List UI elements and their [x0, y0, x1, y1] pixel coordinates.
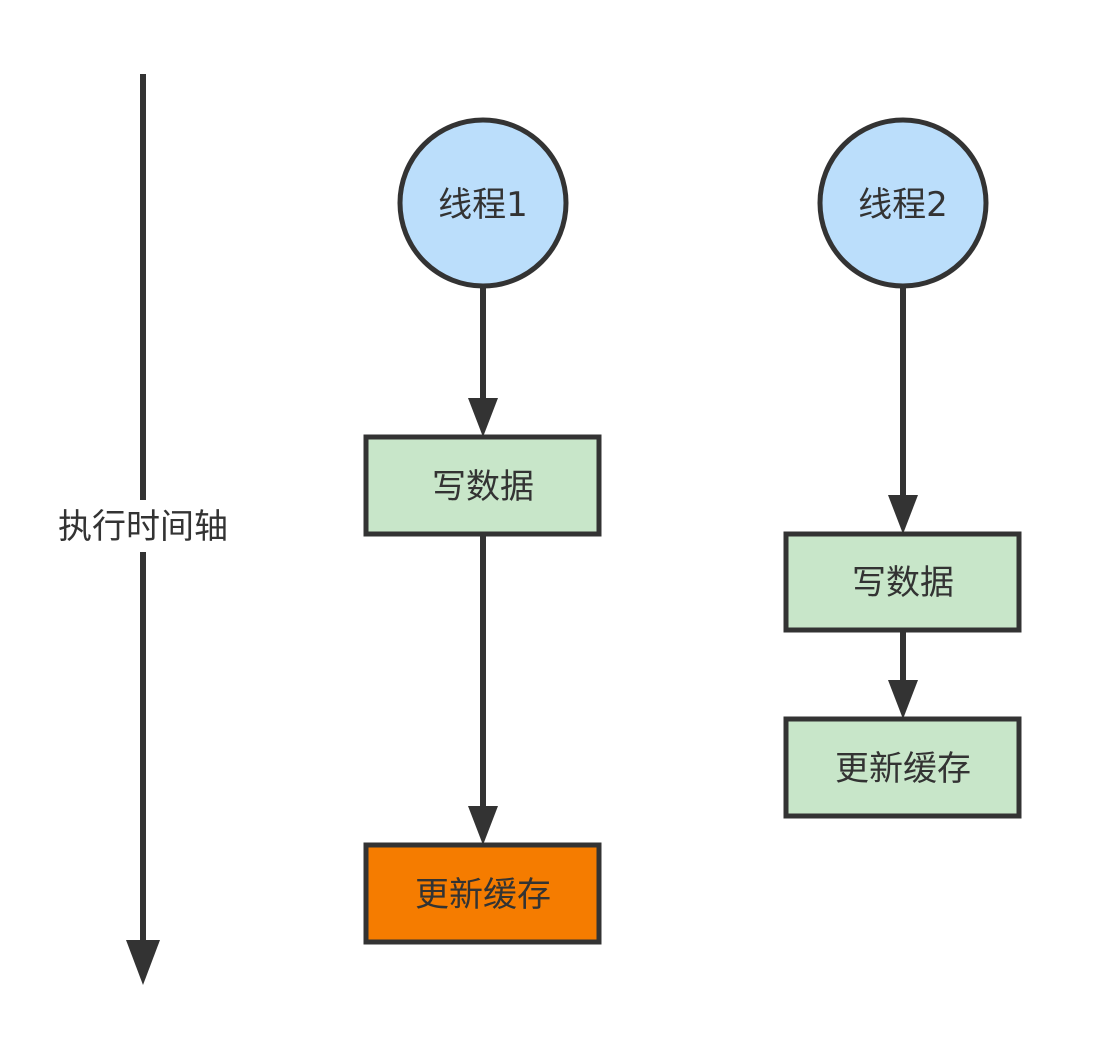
thread-1-arrowhead-1 — [468, 398, 498, 437]
thread-1-arrowhead-2 — [468, 806, 498, 845]
thread-1-node — [397, 117, 569, 289]
timeline-label-background — [44, 500, 244, 552]
thread-2-arrowhead-2 — [888, 680, 918, 719]
thread-1-label: 线程1 — [438, 185, 528, 225]
thread-2-label: 线程2 — [858, 185, 948, 225]
thread-2-step-write-data — [783, 531, 1022, 633]
thread-1-step-update-cache-label: 更新缓存 — [415, 875, 551, 915]
thread-1-step-write-data — [363, 434, 602, 537]
thread-1-step-update-cache — [363, 842, 602, 945]
thread-2-step-write-data-label: 写数据 — [852, 563, 954, 603]
timeline-axis: 执行时间轴 — [44, 74, 244, 985]
thread-2-step-update-cache — [783, 716, 1022, 819]
thread-2-node — [817, 117, 989, 289]
timeline-label: 执行时间轴 — [58, 507, 228, 547]
thread-1-step-write-data-label: 写数据 — [432, 467, 534, 507]
thread-2-flow: 线程2 写数据 更新缓存 — [783, 117, 1022, 819]
thread-2-step-update-cache-label: 更新缓存 — [835, 749, 971, 789]
timeline-arrowhead — [126, 940, 160, 985]
thread-2-arrowhead-1 — [888, 495, 918, 534]
thread-1-flow: 线程1 写数据 更新缓存 — [363, 117, 602, 945]
